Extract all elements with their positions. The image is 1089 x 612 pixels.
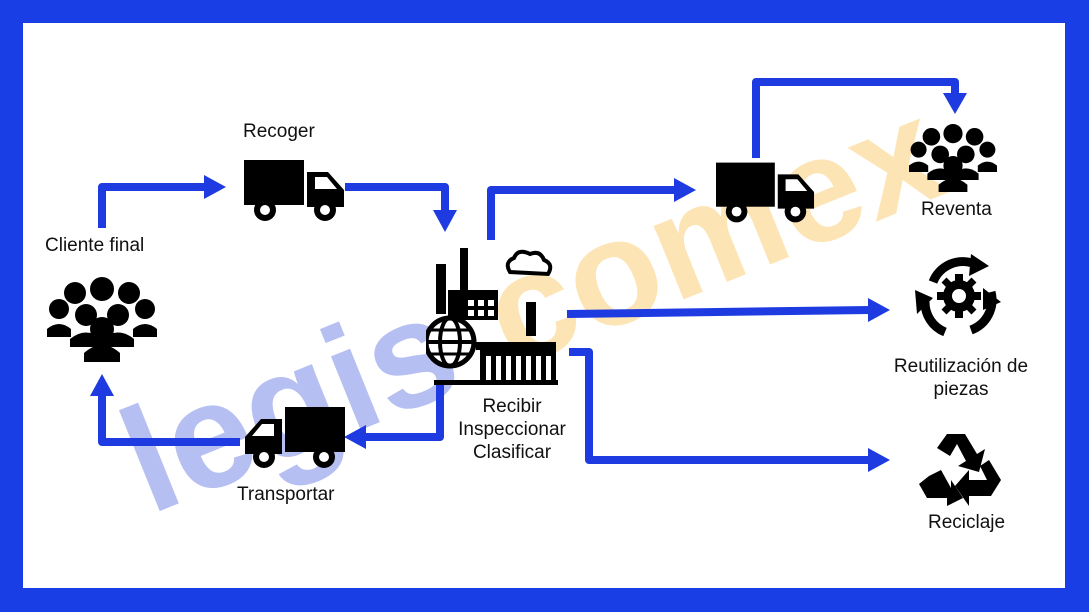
reutilizacion-label: Reutilización de piezas [880, 356, 1042, 402]
transportar-label: Transportar [237, 484, 335, 505]
arrow-centro-to-transportar [364, 384, 444, 441]
arrow-centro-to-reutilizacion [566, 306, 871, 318]
arrow-centro-to-reventa-truck [487, 186, 676, 240]
arrow-centro-to-transportar-head [344, 425, 366, 449]
diagram-panel [23, 23, 1065, 588]
reutilizacion-label-line2: piezas [933, 378, 989, 400]
arrow-centro-to-reciclaje-head [868, 448, 890, 472]
arrow-centro-to-reventa-truck-head [674, 178, 696, 202]
gear-cycle-icon [915, 254, 1001, 337]
recycle-icon [919, 434, 1001, 506]
arrow-transportar-to-cliente-head [90, 374, 114, 396]
arrow-transportar-to-cliente [98, 394, 240, 446]
reciclaje-label: Reciclaje [928, 512, 1006, 533]
centro-label: Recibir Inspeccionar Clasificar [446, 396, 578, 464]
truck-icon [245, 407, 345, 468]
centro-label-clasificar: Clasificar [472, 441, 552, 463]
arrow-centro-to-reutilizacion-head [868, 298, 890, 322]
truck-icon [244, 160, 344, 221]
arrow-cliente-to-recoger [98, 183, 206, 228]
people-group-icon [909, 124, 997, 192]
arrow-cliente-to-recoger-head [204, 175, 226, 199]
people-group-icon [47, 277, 157, 362]
reutilizacion-label-line1: Reutilización de [893, 356, 1029, 377]
centro-label-recibir: Recibir [482, 396, 542, 417]
factory-globe-icon [426, 248, 558, 385]
truck-icon [716, 162, 815, 223]
centro-label-inspeccionar: Inspeccionar [458, 418, 566, 440]
recoger-label: Recoger [243, 121, 315, 142]
arrow-truck-to-reventa-head [943, 93, 967, 114]
arrow-recoger-to-centro-head [433, 210, 457, 232]
arrow-recoger-to-centro [345, 183, 449, 212]
arrow-centro-to-reciclaje [569, 348, 870, 464]
cliente-final-label: Cliente final [45, 235, 145, 256]
reventa-label: Reventa [921, 199, 992, 220]
arrow-truck-to-reventa [752, 78, 959, 158]
